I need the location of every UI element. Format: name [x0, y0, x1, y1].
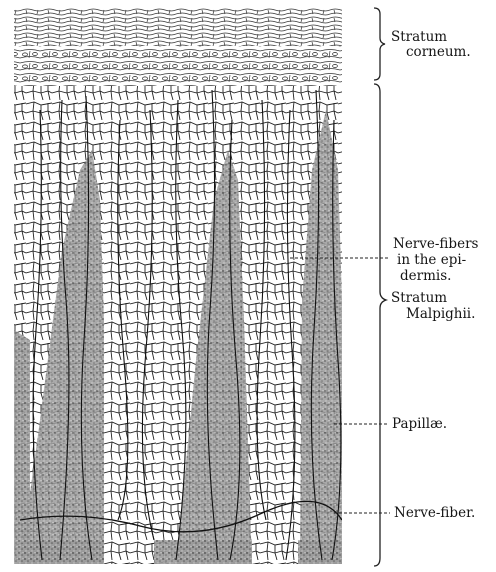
label-nerve-fiber: Nerve-fiber. — [394, 506, 475, 521]
label-stratum-corneum-line1: Stratum — [391, 30, 447, 45]
tissue-section — [14, 8, 342, 566]
nucleated-cell-layer — [14, 46, 342, 88]
label-nerve-fibers-line1: Nerve-fibers — [393, 237, 478, 252]
label-stratum-corneum-line2: corneum. — [406, 45, 471, 60]
bracket-malpighii — [374, 84, 386, 566]
bracket-corneum — [374, 8, 385, 80]
label-papillae: Papillæ. — [392, 417, 447, 432]
cell-column-right — [252, 408, 298, 566]
cell-column-left — [104, 398, 154, 566]
label-stratum-malpighii-line2: Malpighii. — [406, 307, 475, 322]
stratum-corneum-layer — [14, 8, 342, 48]
label-nerve-fibers-line2: in the epi- — [397, 253, 466, 268]
label-stratum-malpighii-line1: Stratum — [391, 291, 447, 306]
label-nerve-fibers-line3: dermis. — [400, 269, 451, 284]
